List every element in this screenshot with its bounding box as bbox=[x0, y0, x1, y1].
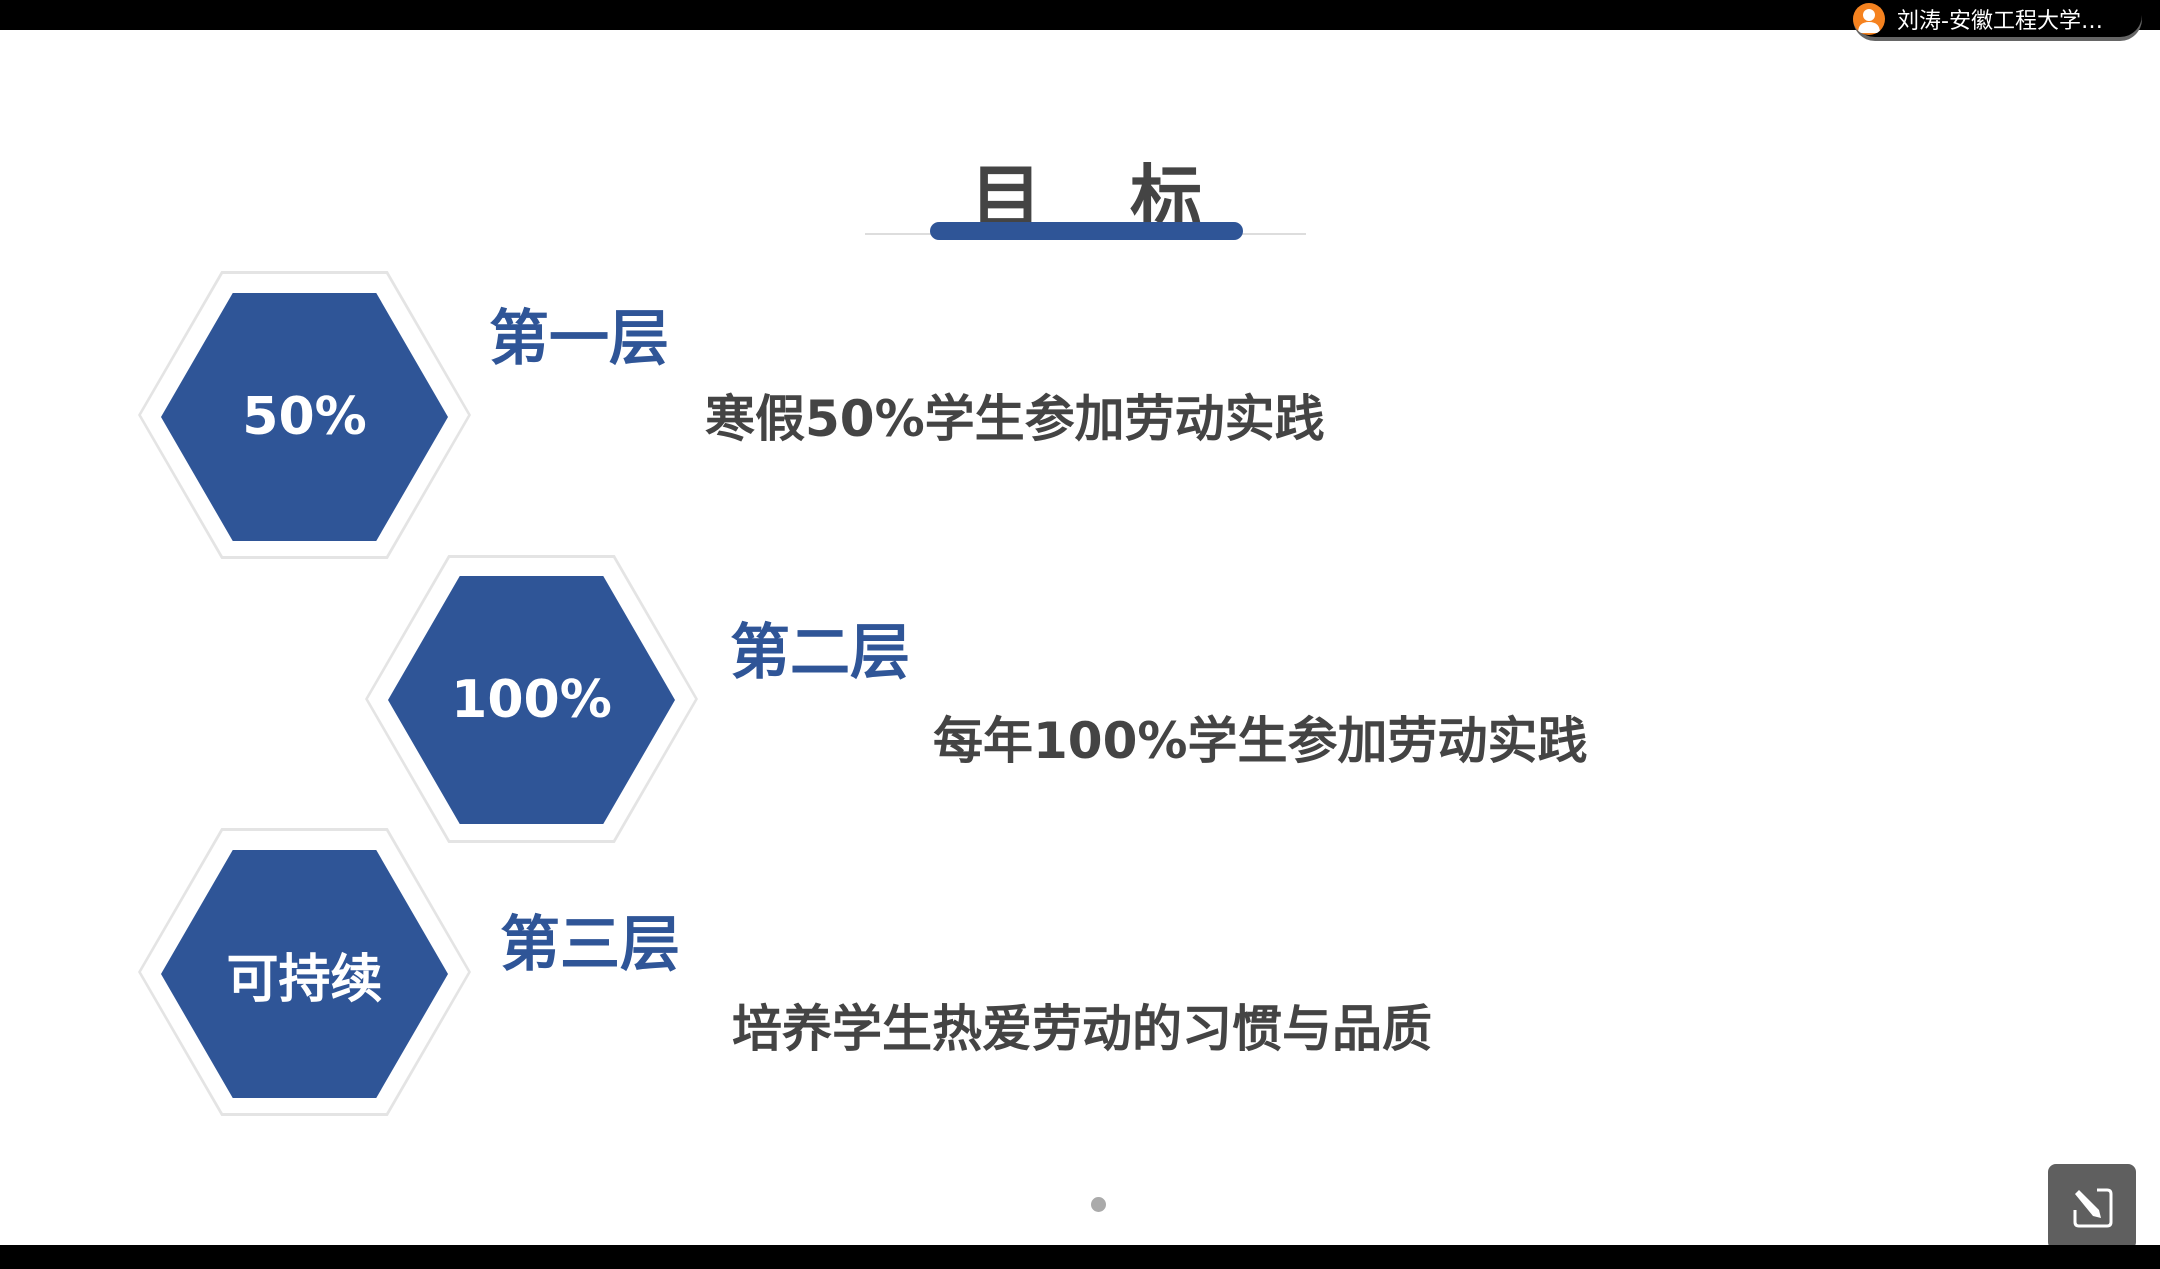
bottom-bar bbox=[0, 1245, 2160, 1269]
speaker-badge[interactable]: 刘涛-安徽工程大学… bbox=[1853, 0, 2142, 37]
tier-2-badge: 100% bbox=[451, 670, 612, 730]
tier-3-description: 培养学生热爱劳动的习惯与品质 bbox=[732, 1000, 1432, 1058]
tier-1-badge: 50% bbox=[242, 387, 367, 447]
user-avatar-icon bbox=[1853, 2, 1885, 35]
tier-3-badge: 可持续 bbox=[226, 949, 383, 1010]
tier-2-label: 第二层 bbox=[730, 618, 910, 688]
top-bar bbox=[0, 0, 2160, 30]
pencil-edit-icon bbox=[2073, 1188, 2113, 1228]
tier-1-hexagon: 50% bbox=[161, 293, 448, 541]
tier-2-description: 每年100%学生参加劳动实践 bbox=[933, 712, 1588, 770]
tier-1-description: 寒假50%学生参加劳动实践 bbox=[705, 390, 1325, 448]
tier-1-label: 第一层 bbox=[489, 304, 669, 374]
page-indicator-dot-icon[interactable] bbox=[1091, 1197, 1106, 1212]
title-underline bbox=[930, 222, 1243, 240]
tier-3-label: 第三层 bbox=[500, 910, 680, 980]
participant-name: 刘涛-安徽工程大学… bbox=[1897, 8, 2103, 34]
annotate-button[interactable] bbox=[2048, 1164, 2136, 1250]
